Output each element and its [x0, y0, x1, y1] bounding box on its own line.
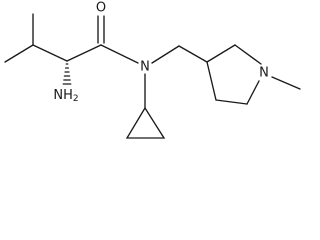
- pyrrolidine-bond-c2-n: [234, 44, 262, 65]
- carbonyl-oxygen-label: O: [96, 1, 106, 16]
- bond-methylene-to-ring: [178, 45, 208, 63]
- amine-label: NH2: [53, 88, 78, 105]
- pyrrolidine-bond-c3-c2: [206, 44, 236, 63]
- bond-amide-n-to-methylene: [151, 45, 180, 64]
- bond-methyl-left: [4, 44, 34, 63]
- amine-subscript: 2: [73, 94, 79, 104]
- pyrrolidine-bond-c4-c3: [206, 61, 217, 101]
- bond-isopropyl-to-alpha: [32, 44, 68, 62]
- hashed-wedge-bond: [62, 63, 72, 85]
- molecule-diagram: O NH2 N N: [4, 1, 301, 139]
- bond-alpha-to-carbonyl: [66, 44, 102, 62]
- amide-nitrogen-label: N: [140, 60, 150, 75]
- cyclopropyl-ring: [125, 106, 166, 139]
- bond-n-methyl: [271, 76, 301, 90]
- pyrrolidine-bond-n-c5: [246, 80, 260, 105]
- bond-carbonyl-to-amide-n: [100, 44, 139, 64]
- pyrrolidine-bond-c5-c4: [215, 99, 248, 105]
- ring-nitrogen-label: N: [259, 66, 269, 81]
